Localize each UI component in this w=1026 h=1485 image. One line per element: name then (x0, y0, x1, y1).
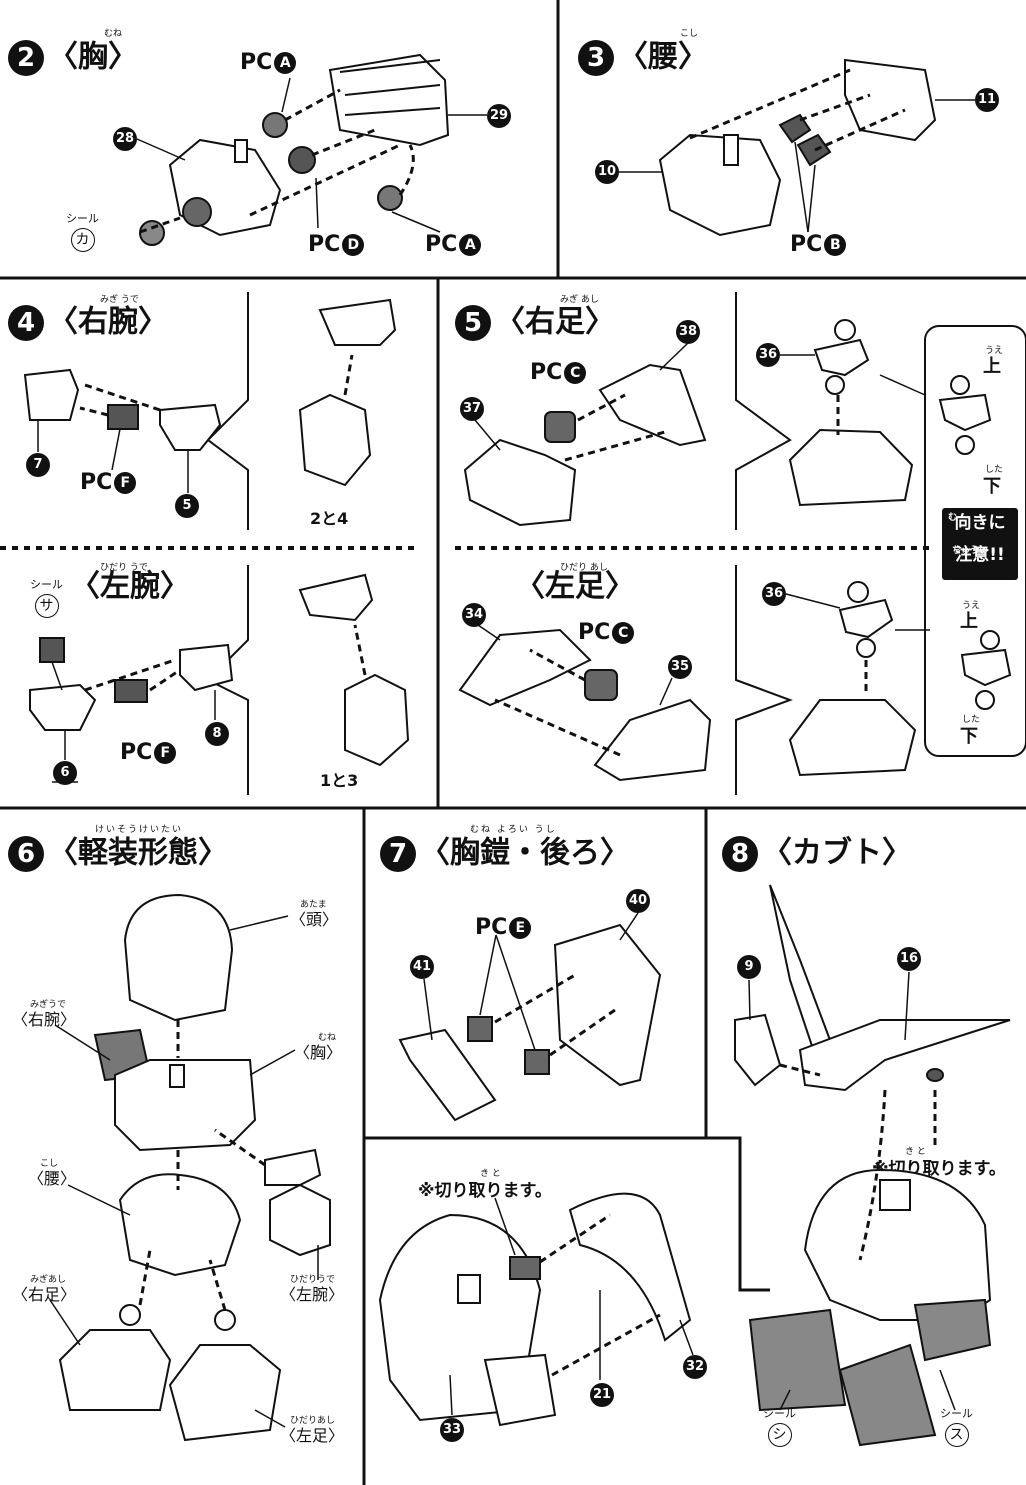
up-ruby-left: うえ (962, 601, 981, 611)
step-7-title: 7〈胸鎧・後ろ〉 (380, 836, 630, 872)
caution-line-2: 注意!! (955, 545, 1005, 565)
seal-su: シールス (940, 1405, 973, 1447)
seal-sa: シールサ (30, 576, 63, 618)
chest-ruby: むね (318, 1033, 337, 1043)
cut-ruby-7: き と (480, 1169, 501, 1179)
step-2-number: 2 (8, 40, 44, 76)
part-40: 40 (626, 889, 650, 913)
step-5-ruby: みぎ あし (560, 295, 599, 305)
part-32: 32 (683, 1355, 707, 1379)
part-21: 21 (590, 1383, 614, 1407)
orientation-caution-box: む 向きに ちゅうい 注意!! (942, 508, 1018, 580)
part-36-left: 36 (762, 582, 786, 606)
step-3-title: 3〈腰〉 (578, 40, 708, 76)
part-10: 10 (595, 160, 619, 184)
left-leg-ruby: ひだり あし (560, 563, 608, 573)
up-label-right: 上 (983, 356, 1001, 377)
step-2-illustration (136, 53, 487, 246)
part-29: 29 (487, 104, 511, 128)
right-leg-ruby: みぎあし (30, 1275, 67, 1285)
part-16: 16 (897, 947, 921, 971)
waist-ruby: こし (40, 1159, 59, 1169)
up-ruby-right: うえ (985, 346, 1004, 356)
part-6: 6 (53, 761, 77, 785)
step-7-number: 7 (380, 836, 416, 872)
left-arm-ruby-s6: ひだりうで (290, 1275, 336, 1285)
head-ruby: あたま (300, 900, 327, 910)
left-leg-title: 〈左足〉 (515, 569, 635, 604)
part-33: 33 (440, 1418, 464, 1442)
part-37: 37 (460, 397, 484, 421)
joint-1-and-3: 1と3 (320, 771, 359, 790)
step-3-number: 3 (578, 40, 614, 76)
part-11: 11 (975, 88, 999, 112)
seal-ka: シールカ (66, 210, 99, 252)
joint-2-and-4: 2と4 (310, 509, 349, 528)
part-5: 5 (175, 494, 199, 518)
step-8-title: 8〈カブト〉 (722, 836, 912, 872)
left-leg-ruby-s6: ひだりあし (290, 1416, 336, 1426)
cut-note-7: ※切り取ります。 (418, 1181, 552, 1201)
part-36-right: 36 (756, 343, 780, 367)
step-5-illustration (463, 319, 992, 527)
step-2-title: 2〈胸〉 (8, 40, 138, 76)
step-7-ruby: むね よろい うし (470, 825, 557, 835)
step-5-title: 5〈右足〉 (455, 305, 615, 341)
part-28: 28 (113, 127, 137, 151)
right-leg-label: 〈右足〉 (12, 1285, 77, 1304)
up-label-left: 上 (960, 611, 978, 632)
left-leg-label-s6: 〈左足〉 (280, 1426, 345, 1445)
step-2-ruby: むね (104, 29, 123, 39)
part-9: 9 (737, 955, 761, 979)
step-6-title: 6〈軽装形態〉 (8, 836, 228, 872)
caution-line-1: 向きに (954, 513, 1006, 533)
part-38: 38 (676, 320, 700, 344)
step-4-illustration (23, 298, 397, 493)
left-arm-title: 〈左腕〉 (70, 569, 190, 604)
left-arm-label-s6: 〈左腕〉 (280, 1285, 345, 1304)
right-arm-ruby: みぎうで (30, 1000, 67, 1010)
left-leg-illustration (458, 581, 1012, 782)
step-6-number: 6 (8, 836, 44, 872)
left-arm-ruby: ひだり うで (100, 563, 148, 573)
down-label-left: 下 (960, 726, 978, 747)
chest-label: 〈胸〉 (294, 1043, 343, 1062)
step-4-number: 4 (8, 305, 44, 341)
waist-label: 〈腰〉 (28, 1169, 77, 1188)
head-label: 〈頭〉 (290, 910, 339, 929)
down-ruby-left: した (962, 715, 981, 725)
step-6-ruby: けいそうけいたい (95, 825, 184, 835)
part-34: 34 (462, 603, 486, 627)
step-5-number: 5 (455, 305, 491, 341)
right-arm-label: 〈右腕〉 (12, 1010, 77, 1029)
step-4-title: 4〈右腕〉 (8, 305, 168, 341)
left-arm-illustration (29, 573, 410, 783)
step-3-illustration (619, 58, 975, 237)
step-6-illustration (49, 893, 331, 1442)
down-ruby-right: した (985, 465, 1004, 475)
down-label-right: 下 (983, 476, 1001, 497)
step-3-ruby: こし (680, 29, 699, 39)
part-8: 8 (205, 722, 229, 746)
cut-ruby-8: き と (905, 1147, 926, 1157)
step-7-illustration (378, 912, 694, 1427)
part-7: 7 (26, 453, 50, 477)
step-4-ruby: みぎ うで (100, 295, 139, 305)
step-8-number: 8 (722, 836, 758, 872)
part-41: 41 (410, 955, 434, 979)
part-35: 35 (668, 655, 692, 679)
